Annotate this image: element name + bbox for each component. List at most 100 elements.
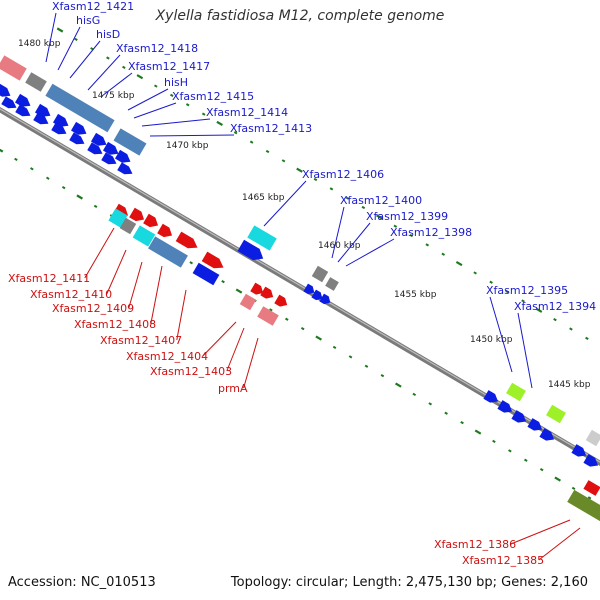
forward-gene-label: Xfasm12_1421: [52, 0, 134, 13]
scale-label: 1475 kbp: [92, 91, 135, 101]
accession-text: Accession: NC_010513: [8, 575, 156, 590]
cyan-gene: [132, 225, 156, 247]
gene-labels: Xfasm12_1421hisGhisDXfasm12_1418Xfasm12_…: [8, 0, 596, 567]
tick-row1-tick: [505, 290, 509, 294]
forward-leader-line: [517, 312, 533, 389]
red-arrow-gene: [274, 294, 288, 307]
blue-arrow-gene: [539, 428, 555, 441]
reverse-gene-label: Xfasm12_1404: [126, 350, 208, 363]
tick-row2-tick: [492, 439, 496, 444]
forward-gene-label: hisG: [76, 14, 100, 27]
blue-arrow-gene: [69, 132, 85, 145]
tick-marks: [0, 27, 592, 500]
tick-row2-tick: [30, 167, 34, 171]
olive-gene: [567, 489, 600, 523]
blue-arrow-gene: [1, 96, 17, 109]
tick-row1-tick: [313, 177, 318, 182]
blue-arrow-gene: [511, 410, 527, 423]
forward-leader-line: [127, 88, 169, 111]
tick-row1-tick: [249, 140, 254, 144]
tick-row1-tick: [201, 112, 206, 116]
scale-label: 1445 kbp: [548, 380, 591, 390]
forward-leader-line: [45, 12, 57, 63]
tick-row1-tick: [585, 336, 589, 340]
forward-gene-label: Xfasm12_1417: [128, 60, 210, 73]
tick-row2-tick: [524, 458, 528, 462]
forward-gene-label: hisD: [96, 28, 120, 41]
reverse-leader-line: [128, 261, 143, 309]
lime-gene: [506, 382, 526, 402]
tick-row2-tick: [0, 148, 4, 153]
scale-label: 1480 kbp: [18, 39, 61, 49]
tick-row1-tick: [74, 37, 78, 41]
tick-row2-tick: [76, 194, 83, 200]
scale-label: 1455 kbp: [394, 290, 437, 300]
reverse-leader-line: [538, 527, 581, 561]
pink-gene: [257, 306, 279, 326]
blue-arrow-gene: [87, 142, 103, 155]
tick-row2-tick: [539, 468, 544, 472]
reverse-leader-line: [150, 265, 163, 325]
forward-leader-line: [101, 72, 133, 97]
red-arrow-gene: [201, 251, 224, 269]
tick-row1-tick: [553, 318, 557, 322]
tick-row2-tick: [587, 496, 592, 500]
tick-row2-tick: [474, 429, 482, 435]
tick-row2-tick: [93, 204, 98, 209]
forward-leader-line: [87, 54, 121, 91]
blue-arrow-gene: [91, 132, 107, 146]
blue-arrow-gene: [0, 83, 11, 97]
forward-gene-label: Xfasm12_1415: [172, 90, 254, 103]
blue-arrow-gene: [117, 162, 133, 175]
steel-blue-gene: [45, 83, 115, 133]
red-gene: [583, 480, 600, 496]
forward-leader-line: [133, 102, 177, 119]
steel-blue-gene: [113, 128, 147, 156]
tick-row2-tick: [444, 411, 448, 415]
tick-row2-tick: [412, 392, 417, 397]
gray-gene: [119, 217, 137, 235]
blue-arrow-gene: [303, 283, 315, 295]
tick-row1-tick: [56, 27, 64, 33]
reverse-gene-label: Xfasm12_1385: [462, 554, 544, 567]
forward-leader-line: [69, 40, 101, 79]
tick-row1-tick: [489, 280, 493, 284]
tick-row2-tick: [300, 326, 305, 331]
blue-arrow-gene: [571, 444, 587, 457]
tick-row2-tick: [221, 279, 225, 284]
forward-gene-label: Xfasm12_1413: [230, 122, 312, 135]
blue-arrow-gene: [583, 454, 599, 467]
reverse-gene-label: prmA: [218, 382, 248, 395]
tick-row1-tick: [345, 196, 350, 200]
forward-gene-label: Xfasm12_1398: [390, 226, 472, 239]
tick-row1-tick: [185, 103, 190, 107]
blue-arrow-gene: [33, 112, 49, 125]
forward-gene-label: Xfasm12_1395: [486, 284, 568, 297]
tick-row1-tick: [441, 252, 446, 256]
scale-label: 1465 kbp: [242, 193, 285, 203]
map-title: Xylella fastidiosa M12, complete genome: [155, 8, 445, 24]
tick-row1-tick: [281, 159, 286, 163]
reverse-gene-label: Xfasm12_1408: [74, 318, 156, 331]
red-arrow-gene: [129, 207, 145, 222]
scale-label: 1460 kbp: [318, 241, 361, 251]
tick-row2-tick: [380, 373, 385, 378]
tick-row1-tick: [233, 131, 238, 135]
tick-row1-tick: [122, 65, 126, 69]
reverse-leader-line: [176, 289, 187, 341]
tick-row2-tick: [332, 345, 337, 350]
blue-arrow-gene: [71, 121, 87, 135]
reverse-leader-line: [243, 337, 259, 389]
genes: [0, 55, 600, 523]
gray-gene: [325, 277, 339, 291]
reverse-leader-line: [226, 327, 245, 372]
red-arrow-gene: [143, 213, 159, 228]
tick-row2-tick: [14, 157, 18, 162]
forward-gene-label: Xfasm12_1414: [206, 106, 288, 119]
tick-row1-tick: [521, 299, 525, 303]
reverse-gene-label: Xfasm12_1411: [8, 272, 90, 285]
blue-arrow-gene: [101, 152, 117, 165]
forward-gene-label: Xfasm12_1400: [340, 194, 422, 207]
tick-row2-tick: [395, 382, 402, 388]
